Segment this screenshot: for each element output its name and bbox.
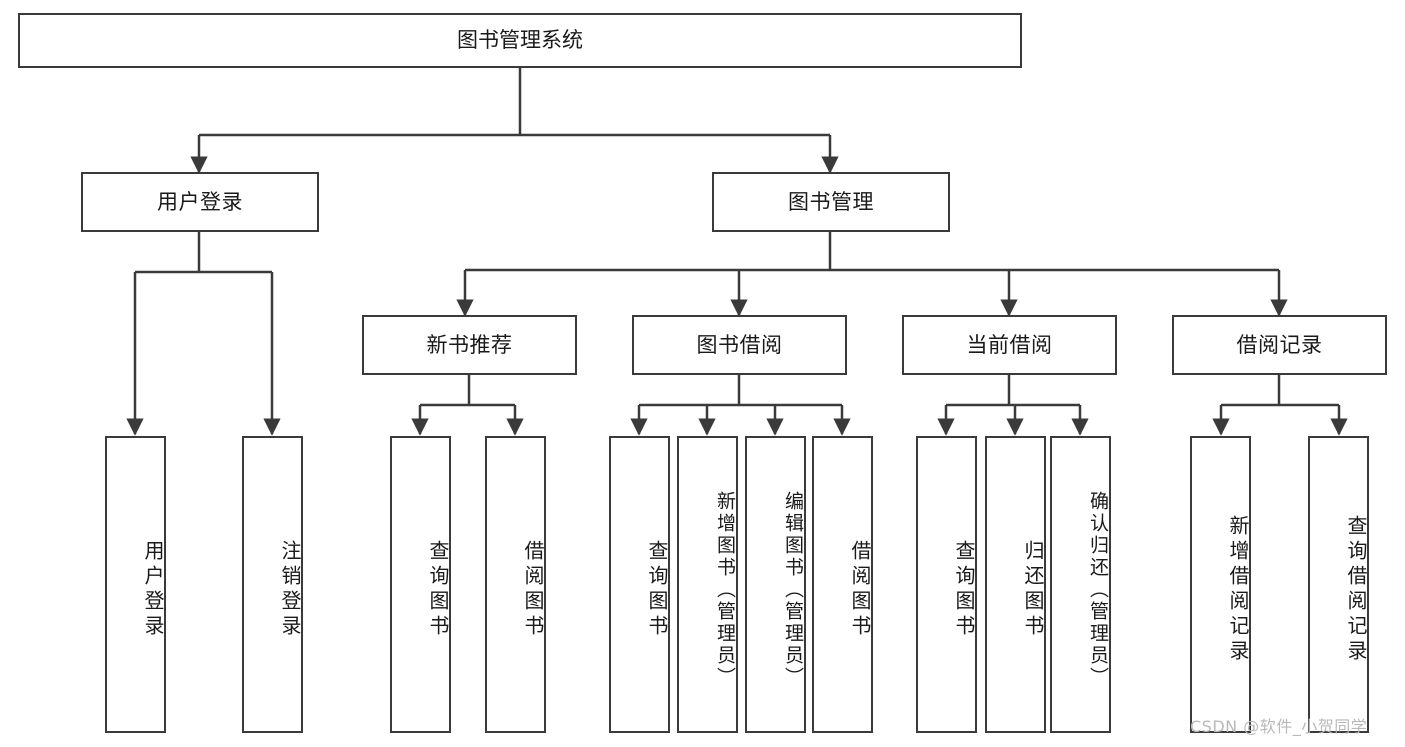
leaf-logout[interactable]: 注销登录 xyxy=(242,436,303,733)
csdn-watermark: CSDN @软件_小贺同学 xyxy=(1190,717,1368,736)
node-borrow-record[interactable]: 借阅记录 xyxy=(1172,315,1387,375)
node-user-login[interactable]: 用户登录 xyxy=(81,172,319,232)
leaf-current-query-book[interactable]: 查询图书 xyxy=(916,436,977,733)
leaf-borrow-query-book[interactable]: 查询图书 xyxy=(609,436,670,733)
leaf-current-return-book[interactable]: 归还图书 xyxy=(985,436,1046,733)
leaf-borrow-borrow-book[interactable]: 借阅图书 xyxy=(812,436,873,733)
node-new-book-recommendation[interactable]: 新书推荐 xyxy=(362,315,577,375)
leaf-user-login[interactable]: 用户登录 xyxy=(105,436,166,733)
node-root-book-management-system[interactable]: 图书管理系统 xyxy=(18,13,1022,68)
leaf-borrow-add-book-admin[interactable]: 新增图书（管理员） xyxy=(677,436,738,733)
leaf-borrow-edit-book-admin[interactable]: 编辑图书（管理员） xyxy=(745,436,806,733)
leaf-current-confirm-return-admin[interactable]: 确认归还（管理员） xyxy=(1050,436,1111,733)
leaf-record-query-borrow-record[interactable]: 查询借阅记录 xyxy=(1308,436,1369,733)
leaf-new-book-borrow-book[interactable]: 借阅图书 xyxy=(485,436,546,733)
leaf-new-book-query-book[interactable]: 查询图书 xyxy=(390,436,451,733)
leaf-record-add-borrow-record[interactable]: 新增借阅记录 xyxy=(1190,436,1251,733)
node-current-borrow[interactable]: 当前借阅 xyxy=(902,315,1117,375)
node-book-management[interactable]: 图书管理 xyxy=(712,172,950,232)
node-book-borrow[interactable]: 图书借阅 xyxy=(632,315,847,375)
